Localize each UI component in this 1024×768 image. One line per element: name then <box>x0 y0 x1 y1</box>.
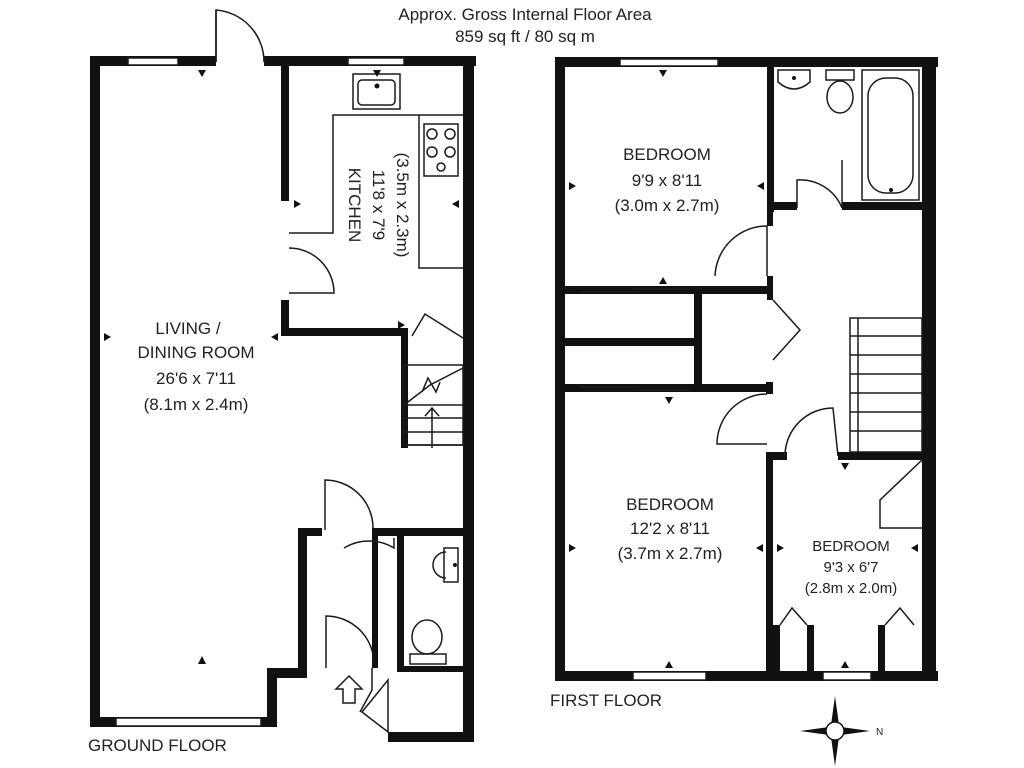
basin-icon <box>432 547 459 583</box>
ground-floor-dimension-markers <box>104 70 459 664</box>
bedroom-1-name: BEDROOM <box>623 145 711 164</box>
kitchen-name: KITCHEN <box>345 168 364 243</box>
hob-icon <box>423 123 459 177</box>
living-room-dimensions-imperial: 26'6 x 7'11 <box>156 369 236 388</box>
compass-north-label: N <box>876 727 883 738</box>
floor-area-value: 859 sq ft / 80 sq m <box>455 27 595 46</box>
first-floor-doors <box>714 225 923 626</box>
ground-floor-stairs <box>403 312 464 448</box>
entrance-arrow-icon <box>334 674 364 704</box>
sink-icon <box>352 73 401 110</box>
bedroom-2-dimensions-metric: (3.7m x 2.7m) <box>618 544 723 563</box>
first-floor-plan: BEDROOM 9'9 x 8'11 (3.0m x 2.7m) BEDROOM… <box>550 57 938 710</box>
first-floor-label: FIRST FLOOR <box>550 691 662 710</box>
first-floor-stairs <box>849 317 923 453</box>
bedroom-2-name: BEDROOM <box>626 495 714 514</box>
living-room-name-line1: LIVING / <box>155 319 220 338</box>
living-room-label: LIVING / DINING ROOM 26'6 x 7'11 (8.1m x… <box>137 319 254 414</box>
kitchen-door <box>288 247 335 294</box>
bedroom-1-dimensions-imperial: 9'9 x 8'11 <box>632 171 702 190</box>
living-room-name-line2: DINING ROOM <box>137 343 254 362</box>
basin-icon <box>777 69 811 90</box>
bedroom-3-name: BEDROOM <box>812 538 890 555</box>
toilet-icon <box>409 619 447 665</box>
hall-doors <box>324 479 395 734</box>
wardrobe-doors <box>580 288 690 391</box>
first-floor-dimension-markers <box>569 70 918 668</box>
compass-icon: N <box>800 696 883 766</box>
bedroom-3-dimensions-metric: (2.8m x 2.0m) <box>805 580 898 597</box>
floor-area-title: Approx. Gross Internal Floor Area <box>398 5 652 24</box>
bedroom-3-label: BEDROOM 9'3 x 6'7 (2.8m x 2.0m) <box>805 538 898 597</box>
back-door <box>215 9 265 66</box>
ground-floor-plan: LIVING / DINING ROOM 26'6 x 7'11 (8.1m x… <box>88 9 476 755</box>
bath-icon <box>861 69 920 201</box>
bedroom-2-dimensions-imperial: 12'2 x 8'11 <box>630 519 710 538</box>
first-floor-interior-walls <box>565 67 922 671</box>
living-room-dimensions-metric: (8.1m x 2.4m) <box>144 395 249 414</box>
kitchen-label: KITCHEN 11'8 x 7'9 (3.5m x 2.3m) <box>345 153 412 258</box>
ground-floor-interior-walls <box>281 66 463 672</box>
first-floor-outer-walls <box>555 57 938 681</box>
bedroom-2-label: BEDROOM 12'2 x 8'11 (3.7m x 2.7m) <box>618 495 723 563</box>
ground-floor-label: GROUND FLOOR <box>88 736 227 755</box>
bedroom-3-dimensions-imperial: 9'3 x 6'7 <box>824 559 879 576</box>
bathroom-fittings <box>777 69 920 209</box>
toilet-icon <box>825 69 855 114</box>
kitchen-fittings <box>289 73 463 269</box>
kitchen-dimensions-imperial: 11'8 x 7'9 <box>369 170 388 240</box>
first-floor-windows <box>619 58 872 681</box>
ground-floor-windows <box>115 57 405 727</box>
kitchen-dimensions-metric: (3.5m x 2.3m) <box>393 153 412 258</box>
bedroom-1-label: BEDROOM 9'9 x 8'11 (3.0m x 2.7m) <box>615 145 720 215</box>
bedroom-1-dimensions-metric: (3.0m x 2.7m) <box>615 196 720 215</box>
